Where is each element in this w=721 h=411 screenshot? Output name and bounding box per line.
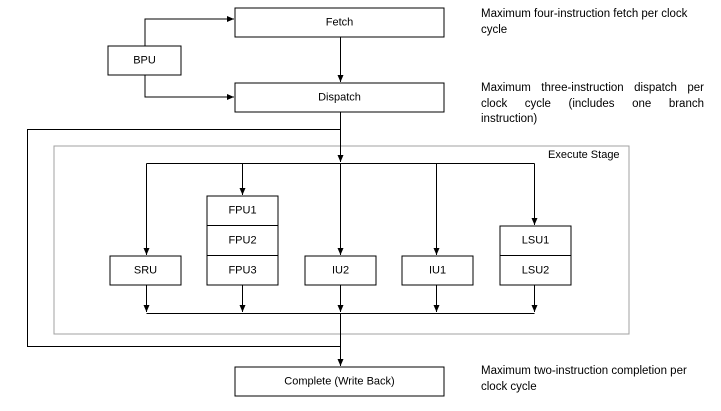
fetch-note: Maximum four-instruction fetch per clock…: [481, 8, 688, 36]
iu2-unit: IU2: [304, 255, 377, 286]
dispatch-unit: Dispatch: [234, 82, 445, 113]
complete-unit: Complete (Write Back): [234, 366, 445, 397]
iu1-label: IU1: [429, 264, 446, 276]
iu2-label: IU2: [332, 264, 349, 276]
lsu-unit: LSU1 LSU2: [499, 225, 572, 286]
fpu1-label: FPU1: [228, 204, 256, 216]
arrow-bpu-fetch: [144, 16, 234, 46]
connectors: [27, 16, 538, 366]
bpu-label: BPU: [133, 54, 156, 66]
fpu3-label: FPU3: [228, 264, 256, 276]
sru-label: SRU: [134, 264, 157, 276]
complete-label: Complete (Write Back): [284, 375, 394, 387]
lsu2-label: LSU2: [522, 264, 550, 276]
dispatch-label: Dispatch: [318, 91, 361, 103]
sru-unit: SRU: [109, 255, 182, 286]
fpu-unit: FPU1 FPU2 FPU3: [206, 195, 279, 286]
iu1-unit: IU1: [401, 255, 474, 286]
fetch-label: Fetch: [326, 16, 354, 28]
fpu2-label: FPU2: [228, 234, 256, 246]
execute-stage-label: Execute Stage: [548, 149, 620, 161]
lsu1-label: LSU1: [522, 234, 550, 246]
bypass-loop: [27, 129, 341, 347]
complete-note: Maximum two-instruction completion per c…: [481, 365, 687, 393]
execute-stage-frame: [53, 145, 630, 335]
dispatch-note: Maximum three-instruction dispatch per c…: [481, 82, 704, 125]
fetch-unit: Fetch: [234, 7, 445, 38]
bpu-unit: BPU: [107, 45, 182, 76]
arrow-bpu-dispatch: [144, 75, 234, 100]
